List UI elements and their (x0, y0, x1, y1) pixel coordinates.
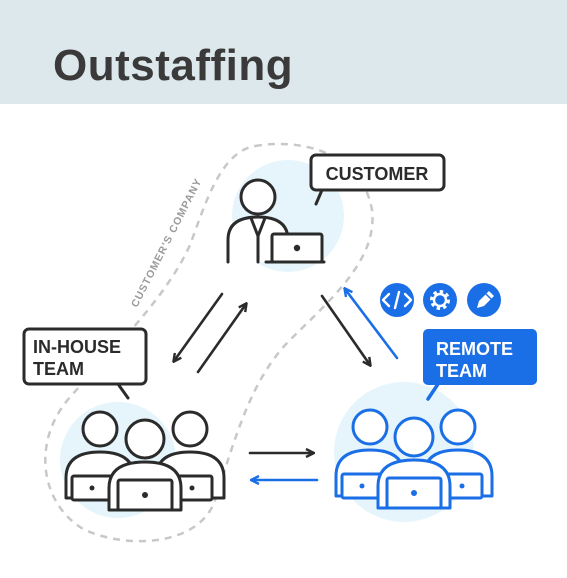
company-label: CUSTOMER'S COMPANY (129, 176, 205, 309)
inhouse-team-icon (64, 410, 226, 512)
customer-person-icon (226, 178, 326, 264)
header-banner: Outstaffing (0, 0, 567, 104)
remote-team-icon (334, 408, 494, 510)
page-title: Outstaffing (53, 41, 294, 90)
arrow-remote-to-customer (345, 289, 399, 360)
arrows (174, 289, 399, 480)
remote-label-line1: REMOTE (436, 339, 513, 359)
gear-icon (423, 283, 457, 317)
pencil-icon (467, 283, 501, 317)
code-icon (380, 283, 414, 317)
remote-label-line2: TEAM (436, 361, 487, 381)
customer-label-box: CUSTOMER (309, 153, 446, 206)
inhouse-label-line2: TEAM (33, 359, 84, 379)
company-boundary (44, 142, 374, 543)
customer-label: CUSTOMER (326, 164, 429, 184)
inhouse-label-line1: IN-HOUSE (33, 337, 121, 357)
arrow-inhouse-to-customer (196, 304, 246, 374)
arrow-customer-to-remote (320, 294, 370, 365)
inhouse-label-box: IN-HOUSE TEAM (22, 327, 148, 400)
arrow-customer-to-inhouse (174, 292, 224, 361)
remote-label-box: REMOTE TEAM (423, 329, 537, 401)
